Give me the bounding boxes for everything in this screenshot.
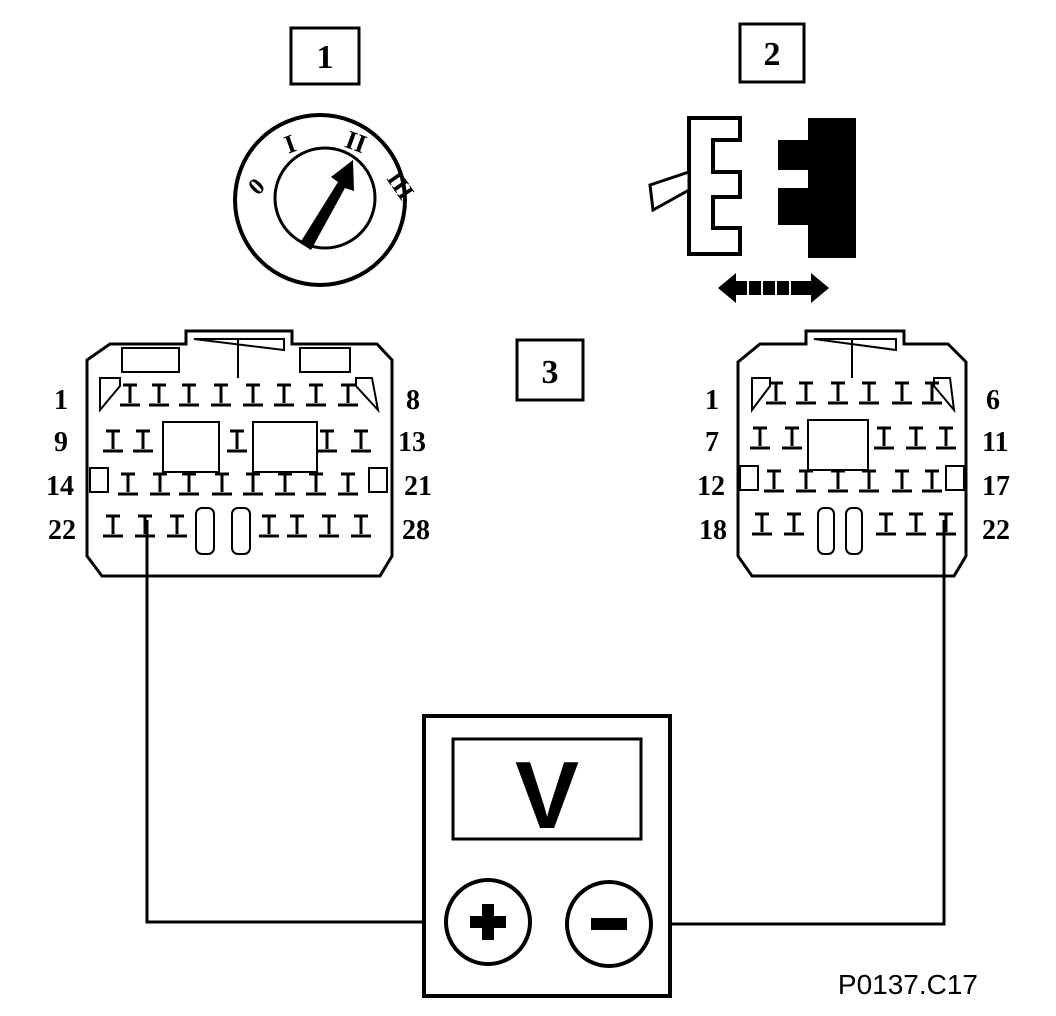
ignition-switch: 0 I II III <box>233 113 418 287</box>
svg-text:7: 7 <box>705 427 719 458</box>
pin-terminal <box>750 426 770 450</box>
negative-lead <box>652 520 946 926</box>
pin-terminal <box>874 426 894 450</box>
svg-text:8: 8 <box>406 385 420 416</box>
pin-terminal <box>149 383 169 407</box>
voltmeter: V <box>422 714 672 998</box>
svg-text:6: 6 <box>986 385 1000 416</box>
pin-terminal <box>906 512 926 536</box>
positive-lead <box>145 520 445 924</box>
callout-2: 2 <box>738 22 806 84</box>
pin-terminal <box>828 381 848 405</box>
svg-text:3: 3 <box>542 354 559 391</box>
positive-terminal <box>444 878 532 966</box>
pin-terminal <box>243 472 263 496</box>
pin-terminal <box>243 383 263 407</box>
svg-text:21: 21 <box>404 471 432 502</box>
pin-terminal <box>859 381 879 405</box>
pin-terminal <box>167 514 187 538</box>
svg-text:28: 28 <box>402 515 430 546</box>
pin-terminal <box>179 383 199 407</box>
pin-terminal <box>351 429 371 453</box>
pin-terminal <box>306 472 326 496</box>
svg-text:1: 1 <box>705 385 719 416</box>
pin-terminal <box>319 514 339 538</box>
callout-1: 1 <box>289 26 361 86</box>
pin-terminal <box>936 426 956 450</box>
pin-terminal <box>103 514 123 538</box>
svg-text:22: 22 <box>982 515 1010 546</box>
svg-text:9: 9 <box>54 427 68 458</box>
pin-terminal <box>120 383 140 407</box>
pin-terminal <box>351 514 371 538</box>
pin-terminal <box>796 381 816 405</box>
pin-terminal <box>212 472 232 496</box>
pin-terminal <box>306 383 326 407</box>
pin-terminal <box>179 472 199 496</box>
svg-text:11: 11 <box>982 427 1008 458</box>
svg-text:12: 12 <box>697 471 725 502</box>
pin-terminal <box>317 429 337 453</box>
pin-terminal <box>338 383 358 407</box>
meter-display: V <box>515 742 579 849</box>
pin-terminal <box>766 381 786 405</box>
pin-terminal <box>211 383 231 407</box>
pin-terminal <box>764 469 784 493</box>
pin-terminal <box>922 381 942 405</box>
pin-terminal <box>906 426 926 450</box>
pin-terminal <box>876 512 896 536</box>
left-connector: 1 9 14 22 8 13 21 28 <box>46 329 432 578</box>
reference-code: P0137.C17 <box>838 969 978 1000</box>
negative-terminal <box>565 880 653 968</box>
right-connector-pins <box>750 381 956 536</box>
pin-terminal <box>892 381 912 405</box>
svg-text:14: 14 <box>46 471 74 502</box>
svg-text:2: 2 <box>764 36 781 73</box>
svg-text:17: 17 <box>982 471 1010 502</box>
pin-terminal <box>796 469 816 493</box>
svg-text:18: 18 <box>699 515 727 546</box>
pin-terminal <box>150 472 170 496</box>
svg-text:22: 22 <box>48 515 76 546</box>
pin-terminal <box>103 429 123 453</box>
pin-terminal <box>784 512 804 536</box>
pin-terminal <box>274 383 294 407</box>
right-connector: 1 7 12 18 6 11 17 22 <box>697 329 1010 578</box>
pin-terminal <box>259 514 279 538</box>
left-connector-pins <box>103 383 371 538</box>
svg-text:1: 1 <box>54 385 68 416</box>
connector-disconnect-icon <box>648 116 856 303</box>
svg-text:13: 13 <box>398 427 426 458</box>
pin-terminal <box>922 469 942 493</box>
pin-terminal <box>782 426 802 450</box>
pin-terminal <box>892 469 912 493</box>
svg-text:1: 1 <box>317 39 334 76</box>
pin-terminal <box>135 514 155 538</box>
pin-terminal <box>227 429 247 453</box>
pin-terminal <box>338 472 358 496</box>
pin-terminal <box>133 429 153 453</box>
test-leads <box>145 520 946 926</box>
pin-terminal <box>275 472 295 496</box>
pin-terminal <box>752 512 772 536</box>
pin-terminal <box>118 472 138 496</box>
callout-3: 3 <box>515 338 585 402</box>
pin-terminal <box>859 469 879 493</box>
pin-terminal <box>828 469 848 493</box>
pin-terminal <box>287 514 307 538</box>
key-pointer-icon <box>300 160 354 250</box>
pin-terminal <box>936 512 956 536</box>
